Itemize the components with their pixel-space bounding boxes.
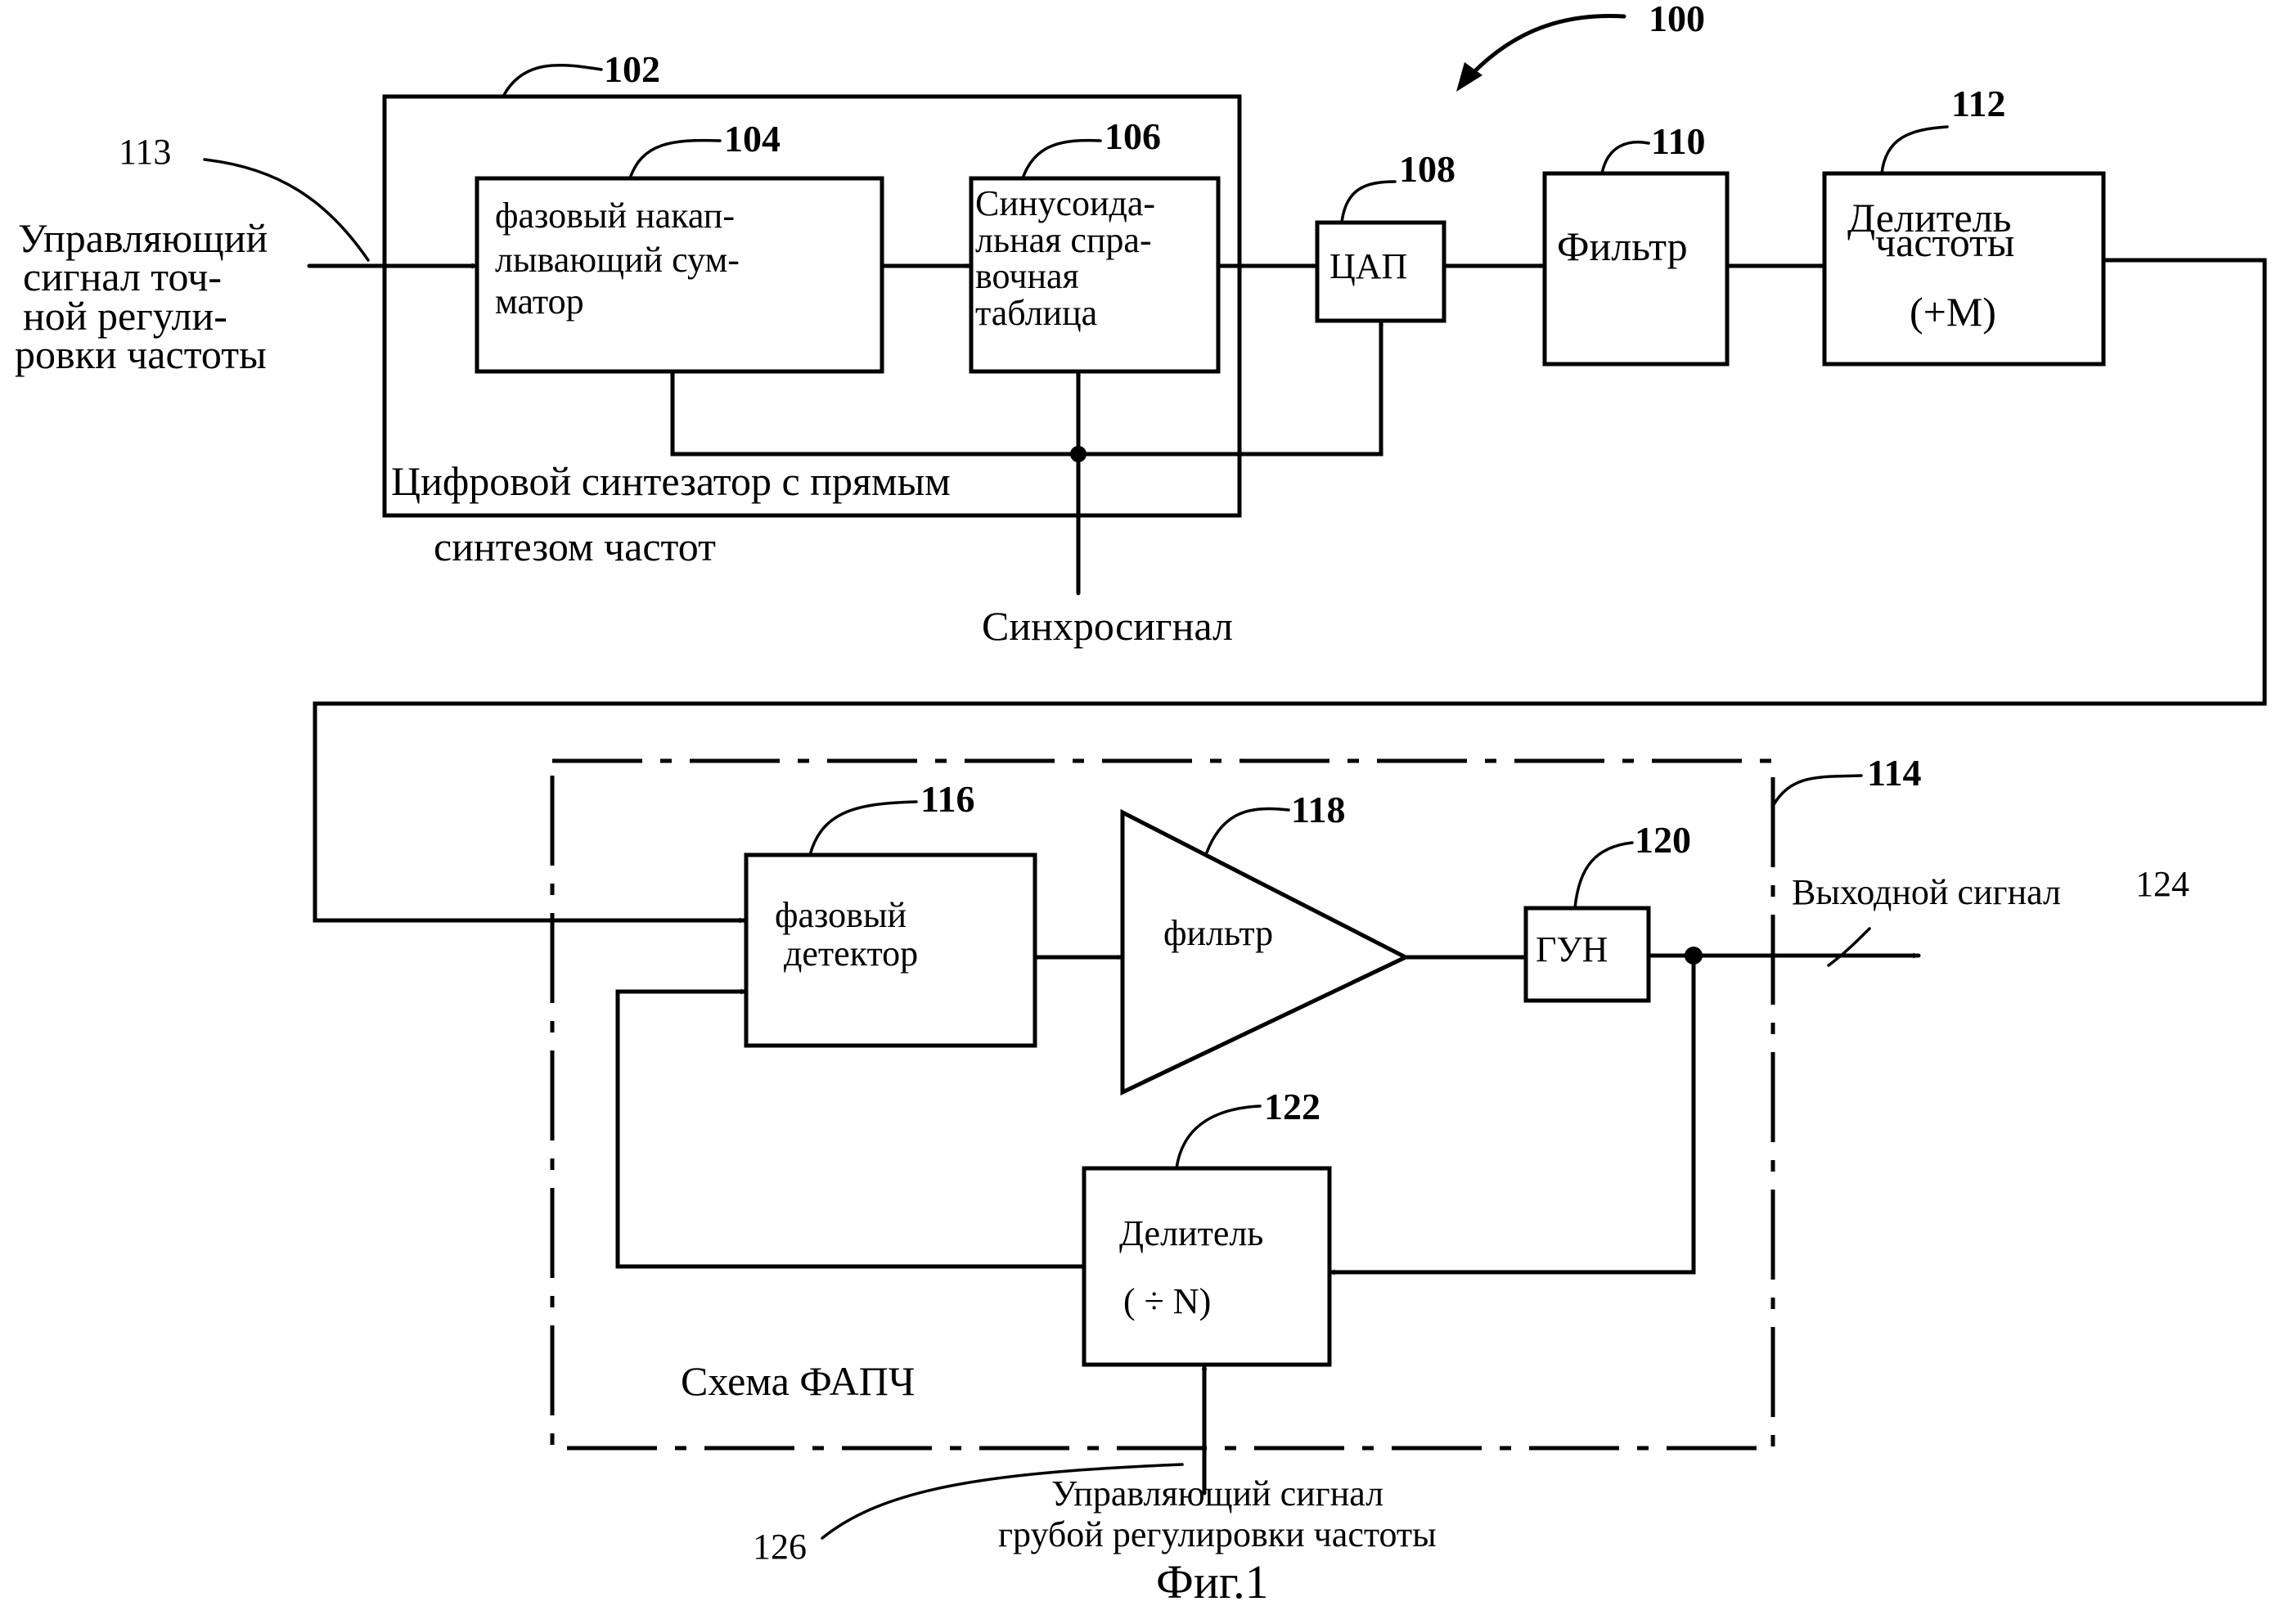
ref-126: 126 bbox=[753, 1527, 807, 1567]
figure-ref: 100 bbox=[1456, 0, 1705, 92]
dac: ЦАП 108 bbox=[1315, 148, 1455, 323]
coarse-control: Управляющий сигнал грубой регулировки ча… bbox=[753, 1463, 1437, 1567]
n-divider-box bbox=[1082, 1166, 1332, 1367]
feedback-to-divider bbox=[1327, 953, 1696, 1275]
clock-label: Синхросигнал bbox=[982, 603, 1233, 649]
pll-outline bbox=[550, 758, 1775, 1451]
svg-text:сигнал точ-: сигнал точ- bbox=[23, 254, 222, 299]
svg-text:частоты: частоты bbox=[1875, 219, 2015, 265]
loop-filter-triangle bbox=[1120, 808, 1410, 1095]
ref-leader-108 bbox=[1340, 180, 1397, 224]
ref-arrowhead-100 bbox=[1456, 62, 1482, 92]
output-signal: Выходной сигнал 124 bbox=[1792, 864, 2189, 967]
ref-leader-106 bbox=[1021, 138, 1102, 180]
ref-leader-126 bbox=[821, 1463, 1184, 1540]
phase-accumulator: фазовый накап- лывающий сум- матор 104 bbox=[475, 118, 884, 374]
ref-leader-102 bbox=[502, 63, 603, 98]
vco: ГУН 120 bbox=[1523, 819, 1691, 1003]
svg-text:фазовый: фазовый bbox=[775, 895, 907, 935]
filter: Фильтр 110 bbox=[1542, 120, 1730, 367]
n-divider: Делитель ( ÷ N) 122 bbox=[1082, 1086, 1332, 1367]
ref-120: 120 bbox=[1635, 819, 1691, 861]
ref-leader-104 bbox=[628, 138, 722, 180]
top-connections: Синхросигнал bbox=[313, 258, 2267, 924]
filter-box bbox=[1542, 171, 1730, 367]
svg-text:фильтр: фильтр bbox=[1163, 913, 1273, 953]
svg-text:ровки частоты: ровки частоты bbox=[15, 331, 267, 377]
ref-108: 108 bbox=[1399, 148, 1455, 190]
ref-leader-100 bbox=[1462, 13, 1626, 84]
ref-leader-122 bbox=[1175, 1104, 1262, 1170]
svg-text:лывающий сум-: лывающий сум- bbox=[495, 240, 740, 280]
ref-leader-118 bbox=[1205, 807, 1290, 854]
pll-label: Схема ФАПЧ bbox=[681, 1358, 915, 1404]
ref-leader-110 bbox=[1600, 140, 1650, 175]
svg-text:Делитель: Делитель bbox=[1119, 1213, 1263, 1253]
accumulator-box bbox=[475, 176, 884, 374]
svg-text:матор: матор bbox=[495, 281, 584, 322]
ref-leader-120 bbox=[1573, 841, 1634, 910]
ref-118: 118 bbox=[1291, 789, 1345, 830]
ref-104: 104 bbox=[724, 118, 781, 160]
sine-table-box bbox=[969, 176, 1221, 374]
svg-text:Синусоида-: Синусоида- bbox=[975, 183, 1155, 223]
dds-label-2: синтезом частот bbox=[434, 524, 716, 569]
output-label: Выходной сигнал bbox=[1792, 872, 2061, 912]
sine-table: Синусоида- льная спра- вочная таблица 10… bbox=[969, 115, 1221, 374]
ref-114: 114 bbox=[1867, 752, 1921, 794]
phase-detector-box bbox=[744, 852, 1037, 1048]
svg-text:( ÷ N): ( ÷ N) bbox=[1123, 1281, 1211, 1321]
ref-113: 113 bbox=[119, 132, 171, 172]
svg-text:ной регули-: ной регули- bbox=[23, 293, 227, 339]
input-signal: 113 Управляющий сигнал точ- ной регули- … bbox=[15, 132, 479, 377]
svg-text:(+M): (+M) bbox=[1910, 289, 1996, 335]
svg-text:грубой регулировки частоты: грубой регулировки частоты bbox=[998, 1514, 1437, 1554]
ref-112: 112 bbox=[1951, 83, 2005, 124]
ref-122: 122 bbox=[1264, 1086, 1320, 1127]
ref-102: 102 bbox=[604, 48, 660, 90]
svg-text:ЦАП: ЦАП bbox=[1329, 246, 1407, 286]
ref-leader-113 bbox=[203, 158, 370, 262]
dac-box bbox=[1315, 220, 1446, 323]
loop-filter: фильтр 118 bbox=[1120, 789, 1410, 1095]
svg-text:100: 100 bbox=[1649, 0, 1705, 39]
svg-text:ГУН: ГУН bbox=[1536, 929, 1608, 969]
dds-label: Цифровой синтезатор с прямым bbox=[391, 458, 951, 504]
dds-to-pll-line bbox=[313, 258, 2267, 924]
ref-leader-112 bbox=[1880, 125, 1949, 175]
pll-connections bbox=[615, 947, 1921, 1496]
ref-110: 110 bbox=[1651, 120, 1705, 162]
svg-text:Делитель: Делитель bbox=[1847, 195, 2011, 241]
dds-outline bbox=[382, 94, 1242, 518]
svg-text:таблица: таблица bbox=[975, 293, 1097, 333]
ref-leader-124 bbox=[1827, 927, 1871, 967]
feedback-to-detector bbox=[615, 988, 1087, 1269]
svg-text:Фильтр: Фильтр bbox=[1557, 223, 1688, 269]
ref-leader-116 bbox=[808, 800, 918, 857]
dds-block: 102 Цифровой синтезатор с прямым синтезо… bbox=[382, 48, 1242, 569]
input-label: Управляющий bbox=[18, 215, 268, 261]
svg-text:вочная: вочная bbox=[975, 256, 1079, 296]
coarse-label: Управляющий сигнал bbox=[1051, 1473, 1383, 1514]
pll-block: 114 Схема ФАПЧ bbox=[550, 752, 1921, 1451]
ref-106: 106 bbox=[1105, 115, 1161, 157]
ref-124: 124 bbox=[2135, 864, 2189, 904]
phase-detector: фазовый детектор 116 bbox=[744, 778, 1037, 1048]
freq-divider: Делитель частоты (+M) 112 bbox=[1822, 83, 2106, 367]
figure-caption: Фиг.1 bbox=[1156, 1555, 1269, 1608]
svg-text:детектор: детектор bbox=[784, 933, 918, 974]
svg-text:льная спра-: льная спра- bbox=[975, 220, 1152, 260]
vco-box bbox=[1523, 906, 1651, 1003]
freq-divider-box bbox=[1822, 171, 2106, 367]
ref-116: 116 bbox=[920, 778, 974, 820]
ref-leader-114 bbox=[1771, 774, 1863, 808]
svg-text:фазовый накап-: фазовый накап- bbox=[495, 196, 735, 236]
